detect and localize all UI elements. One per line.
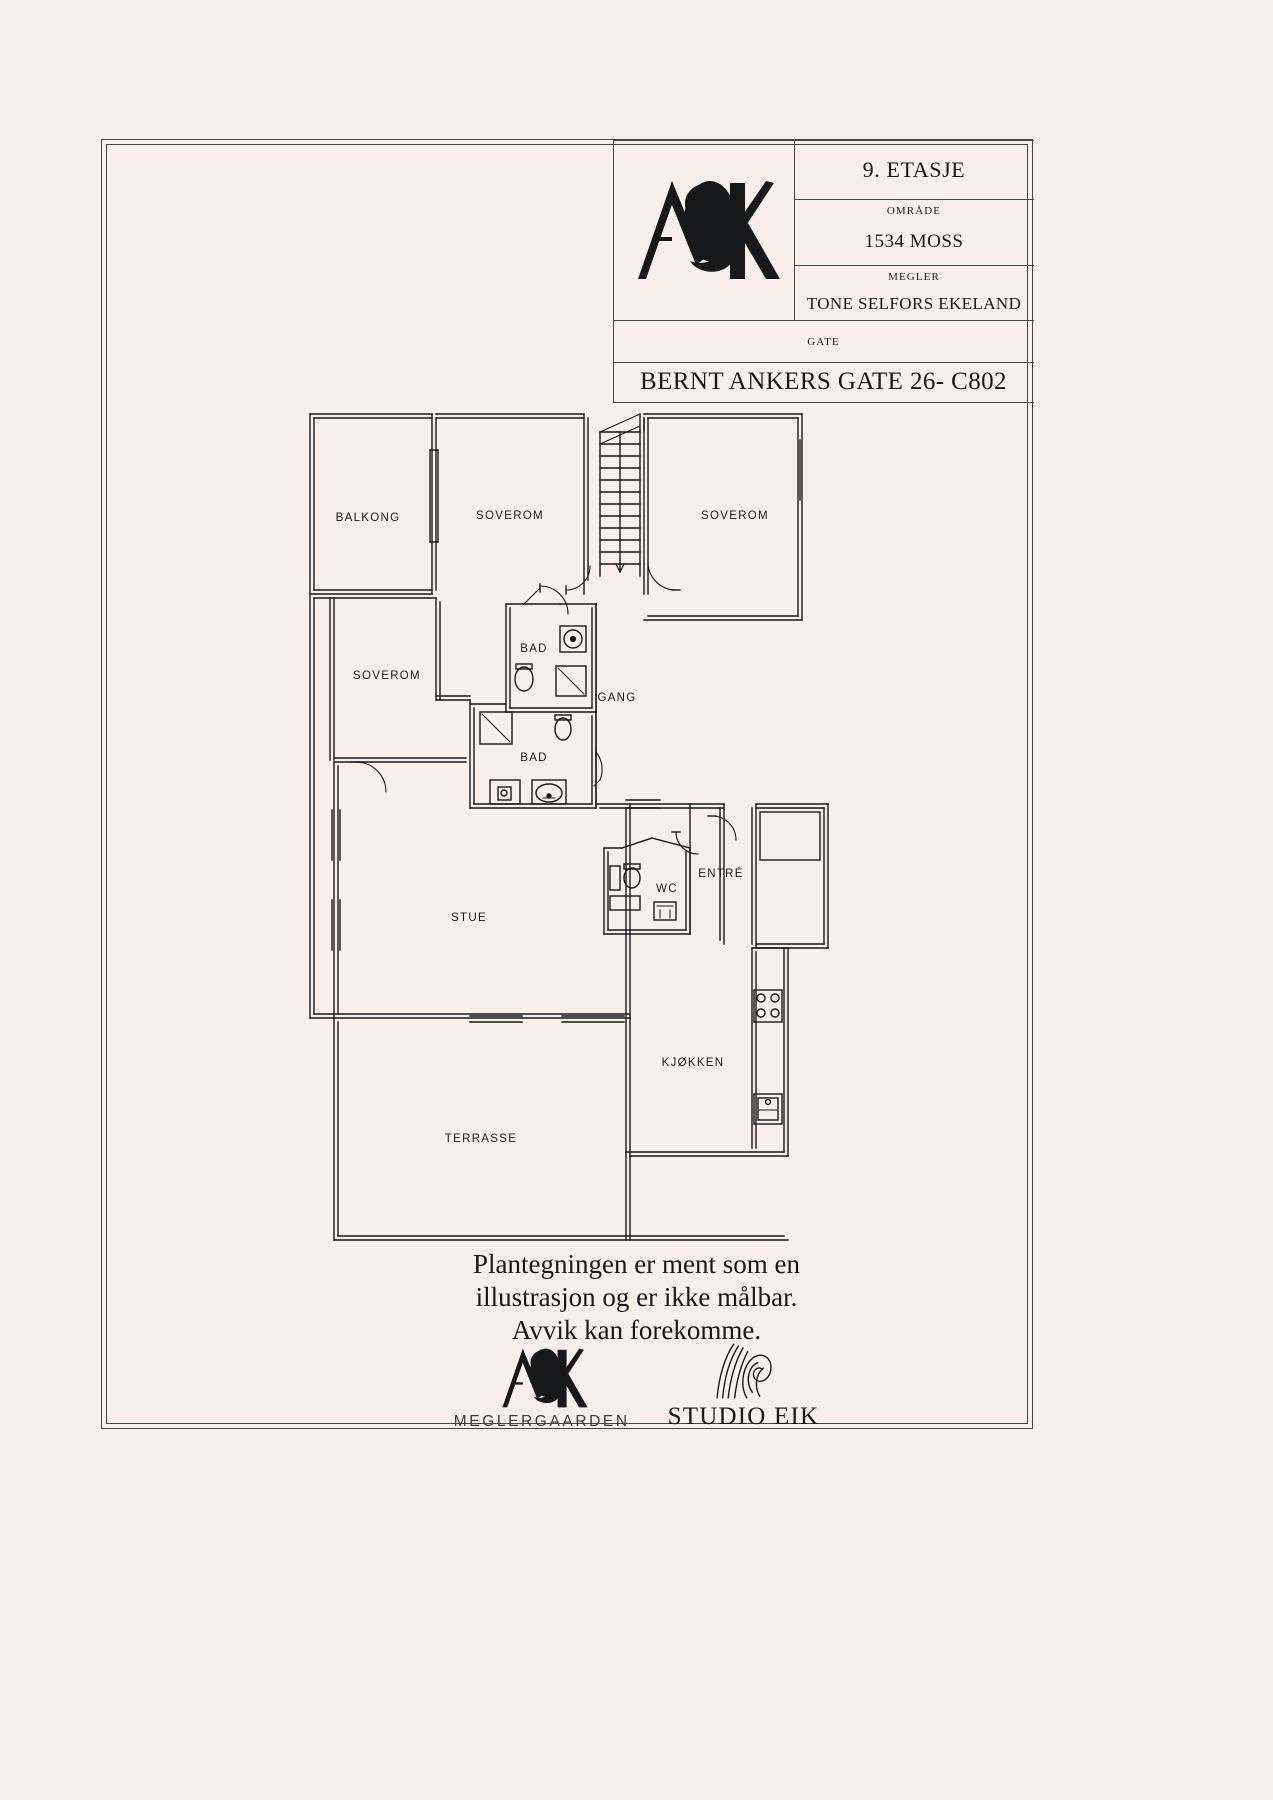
- drawing-sheet-inner-border: [106, 144, 1028, 1424]
- titleblock-agent-label: MEGLER: [888, 271, 940, 283]
- ask-mark-icon: [502, 1348, 588, 1408]
- titleblock-rule-r3: [613, 320, 1034, 321]
- wood-grain-icon: [716, 1343, 773, 1399]
- disclaimer-line-1: Plantegningen er ment som en: [473, 1249, 800, 1279]
- titleblock-rule-bottom: [613, 402, 1034, 403]
- titleblock-rule-r4: [613, 362, 1034, 363]
- titleblock-rule-top: [613, 140, 1034, 141]
- studio-eik-wordmark: STUDIO EIK: [667, 1403, 820, 1430]
- ask-meglergaarden-logo: MEGLERGAARDEN: [454, 1345, 630, 1431]
- disclaimer-line-2: illustrasjon og er ikke målbar.: [475, 1281, 798, 1312]
- studio-eik-logo: STUDIO EIK: [668, 1340, 820, 1431]
- titleblock-street-label: GATE: [807, 336, 840, 348]
- titleblock-area-value: 1534 MOSS: [864, 231, 964, 252]
- titleblock-rule-left: [613, 140, 614, 320]
- ask-logo: [613, 140, 795, 320]
- drawing-sheet: 9. ETASJE OMRÅDE 1534 MOSS MEGLER TONE S…: [101, 139, 1034, 1429]
- titleblock-area-label: OMRÅDE: [886, 205, 942, 217]
- titleblock-rule-logo-right: [794, 140, 795, 320]
- titleblock-floor-value: 9. ETASJE: [862, 156, 966, 182]
- footer-logos: MEGLERGAARDEN STUDIO EIK: [0, 1340, 1273, 1431]
- titleblock-street-value: BERNT ANKERS GATE 26- C802: [640, 368, 1007, 395]
- titleblock-rule-left-lower: [613, 320, 614, 403]
- titleblock-rule-r1: [794, 199, 1034, 200]
- ask-meglergaarden-wordmark: MEGLERGAARDEN: [453, 1413, 630, 1430]
- disclaimer-text: Plantegningen er ment som en illustrasjo…: [0, 1248, 1273, 1347]
- title-block: 9. ETASJE OMRÅDE 1534 MOSS MEGLER TONE S…: [613, 140, 1034, 403]
- titleblock-agent-value: TONE SELFORS EKELAND: [806, 293, 1022, 313]
- disclaimer-line-3: Avvik kan forekomme.: [511, 1314, 762, 1345]
- titleblock-rule-r2: [794, 265, 1034, 266]
